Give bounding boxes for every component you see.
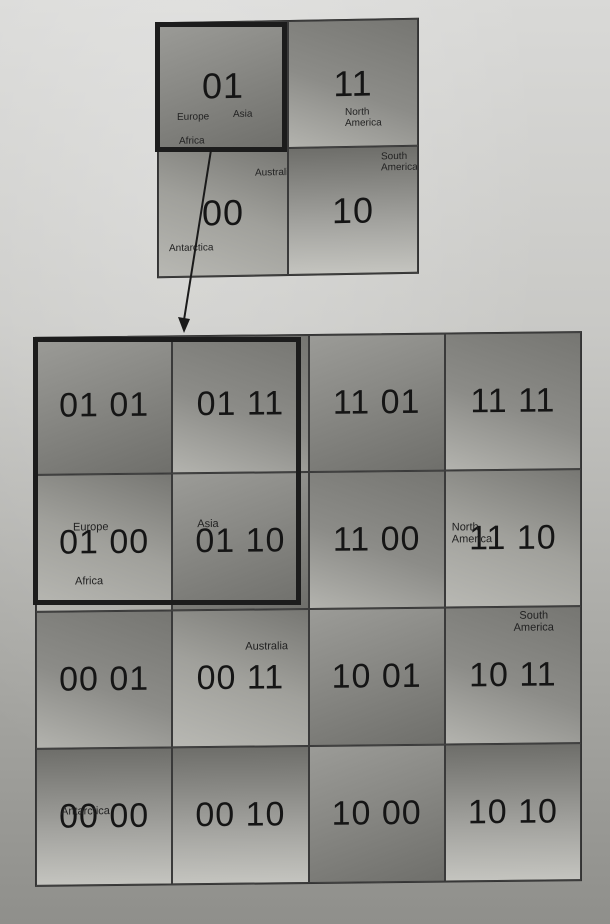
- selected-quadrant-frame-large: [33, 337, 301, 605]
- arrow-head-icon: [178, 317, 190, 333]
- selected-quadrant-frame-small: [155, 22, 287, 152]
- arrow-line: [183, 149, 212, 321]
